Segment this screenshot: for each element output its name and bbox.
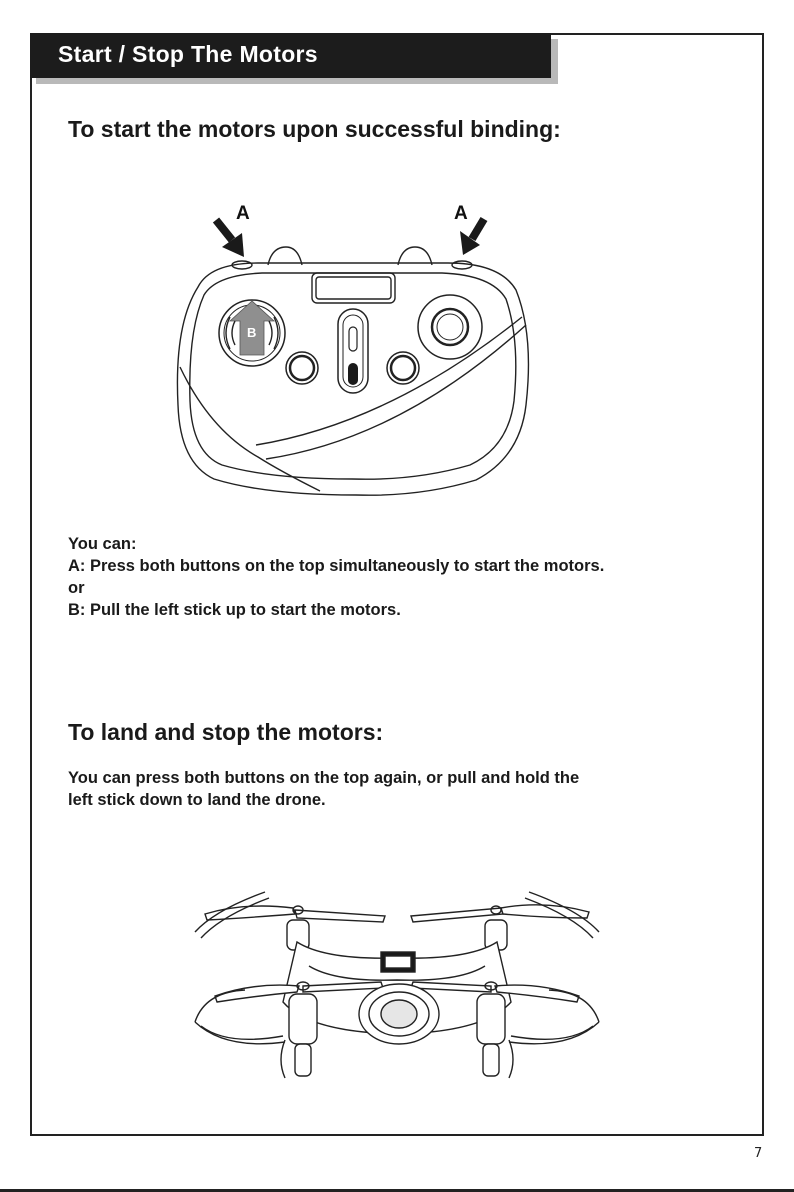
arrow-label-right: A <box>454 203 468 224</box>
instruction-line: or <box>68 579 85 597</box>
stick-label: B <box>247 325 256 340</box>
left-stick: B <box>218 299 286 367</box>
banner-title: Start / Stop The Motors <box>58 41 318 67</box>
down-arrow-icon <box>212 217 244 257</box>
instruction-line: left stick down to land the drone. <box>68 791 326 809</box>
bottom-rule <box>0 1189 794 1192</box>
land-heading: To land and stop the motors: <box>68 719 384 745</box>
page-number: 7 <box>754 1146 763 1161</box>
center-slider <box>337 308 369 394</box>
down-arrow-icon <box>460 216 488 255</box>
start-heading: To start the motors upon successful bind… <box>68 116 561 142</box>
arrow-label-left: A <box>236 203 250 224</box>
drone-illustration <box>194 891 600 1079</box>
arrow-a-left: A <box>212 203 250 257</box>
controller-illustration: A A <box>176 203 530 496</box>
instruction-line: A: Press both buttons on the top simulta… <box>68 557 605 575</box>
right-stick <box>417 294 483 360</box>
instruction-line: B: Pull the left stick up to start the m… <box>68 601 401 619</box>
instruction-line: You can press both buttons on the top ag… <box>68 769 580 787</box>
start-instructions: You can: A: Press both buttons on the to… <box>68 533 604 621</box>
instruction-line: You can: <box>68 535 137 553</box>
section-banner: Start / Stop The Motors <box>30 33 551 78</box>
arrow-a-right: A <box>454 203 488 255</box>
land-instructions: You can press both buttons on the top ag… <box>68 767 579 811</box>
